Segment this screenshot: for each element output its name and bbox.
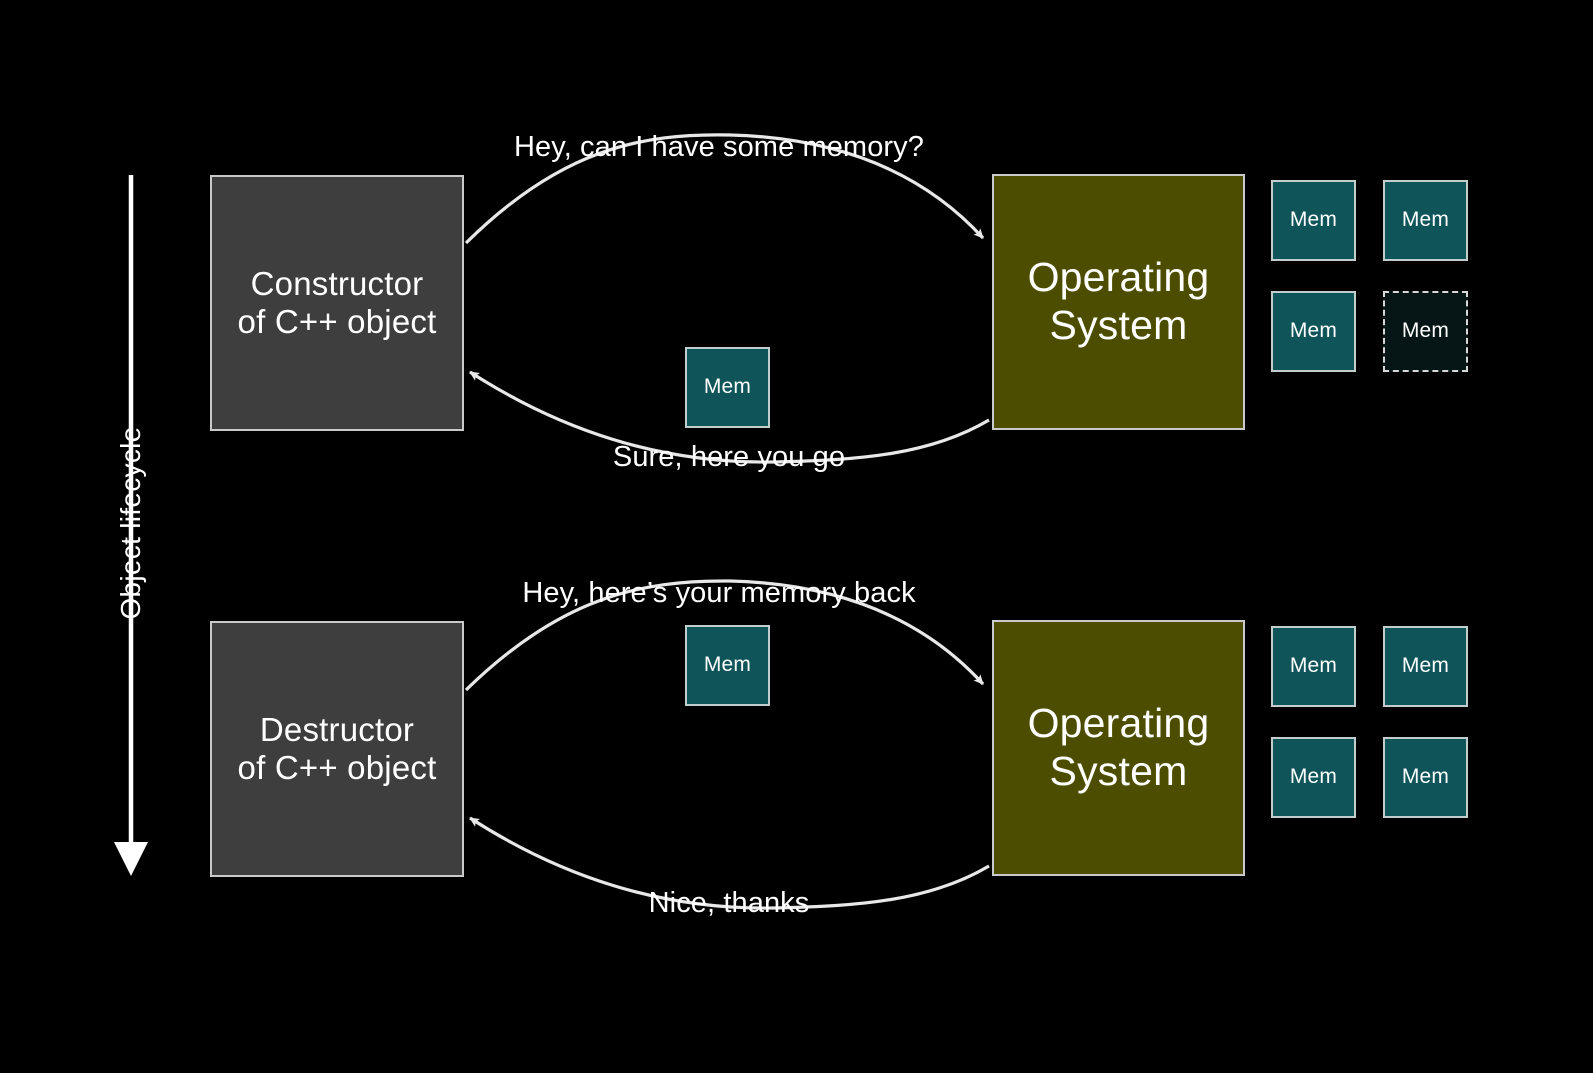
pool-mem-block-1-destruction[interactable]: Mem <box>1271 626 1356 707</box>
constructor-node[interactable]: Constructor of C++ object <box>210 175 464 431</box>
pool-mem-block-1-construction[interactable]: Mem <box>1271 180 1356 261</box>
operating-system-node-construction[interactable]: Operating System <box>992 174 1245 430</box>
pool-mem-block-4-destruction[interactable]: Mem <box>1383 737 1468 818</box>
caption-reply-construction: Sure, here you go <box>612 441 846 473</box>
pool-mem-block-3-destruction[interactable]: Mem <box>1271 737 1356 818</box>
lifecycle-axis-arrowhead <box>114 842 148 876</box>
operating-system-node-destruction[interactable]: Operating System <box>992 620 1245 876</box>
transit-mem-block-destruction[interactable]: Mem <box>685 625 770 706</box>
caption-reply-destruction: Nice, thanks <box>648 887 810 919</box>
pool-mem-block-4-construction-freed[interactable]: Mem <box>1383 291 1468 372</box>
transit-mem-block-construction[interactable]: Mem <box>685 347 770 428</box>
caption-request-destruction: Hey, here’s your memory back <box>522 577 916 609</box>
pool-mem-block-3-construction[interactable]: Mem <box>1271 291 1356 372</box>
object-lifecycle-label: Object lifecycle <box>115 426 146 620</box>
destructor-node[interactable]: Destructor of C++ object <box>210 621 464 877</box>
pool-mem-block-2-destruction[interactable]: Mem <box>1383 626 1468 707</box>
caption-request-construction: Hey, can I have some memory? <box>513 131 925 163</box>
pool-mem-block-2-construction[interactable]: Mem <box>1383 180 1468 261</box>
